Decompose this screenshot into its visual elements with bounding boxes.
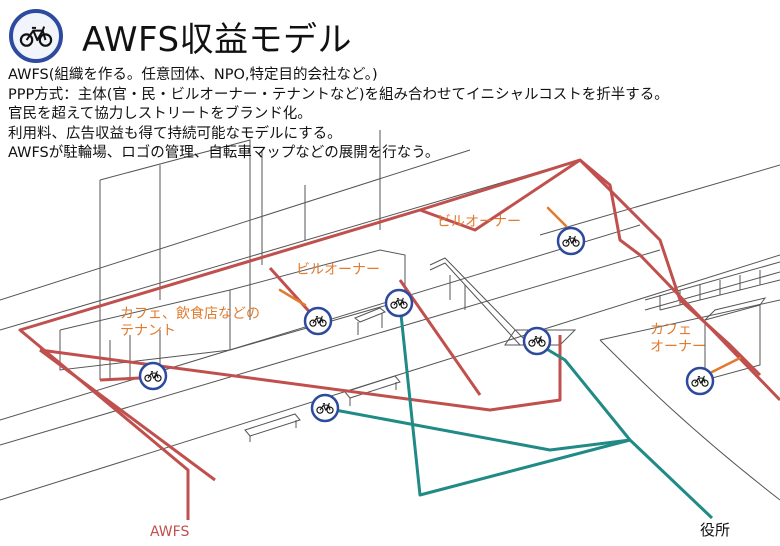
label-building-owner-2: ビルオーナー xyxy=(296,262,380,278)
description-line: 官民を超えて協力しストリートをブランド化。 xyxy=(8,106,312,122)
label-cafe-owner: カフェ オーナー xyxy=(650,322,706,356)
label-tenant-line1: カフェ、飲食店などの xyxy=(120,306,260,322)
city-network xyxy=(334,304,714,520)
bicycle-badge xyxy=(310,393,340,423)
bicycle-badge xyxy=(303,306,333,336)
page-title: AWFS収益モデル xyxy=(82,19,353,60)
city-main-route xyxy=(539,343,714,520)
label-tenant: カフェ、飲食店などの テナント xyxy=(120,306,260,340)
awfs-network xyxy=(18,158,780,520)
awfs-branch-spur-2 xyxy=(268,266,317,320)
description-line: AWFS(組織を作る。任意団体、NPO,特定目的会社など。) xyxy=(8,67,378,83)
label-awfs: AWFS xyxy=(150,524,190,540)
bicycle-badge xyxy=(685,366,715,396)
label-building-owner-1: ビルオーナー xyxy=(437,214,521,230)
city-branch-1 xyxy=(398,304,631,497)
bicycle-badge xyxy=(522,326,552,356)
bicycle-badge xyxy=(556,226,586,256)
description-line: 利用料、広告収益も得て持続可能なモデルにする。 xyxy=(8,125,342,142)
bicycle-badge xyxy=(384,288,414,318)
bicycle-badge xyxy=(138,361,168,391)
awfs-branch-spur-3 xyxy=(398,279,482,396)
description-line: AWFSが駐輪場、ロゴの管理、自転車マップなどの展開を行なう。 xyxy=(8,145,440,161)
stakeholder-ticks xyxy=(278,206,742,374)
city-branch-2 xyxy=(334,408,631,452)
label-tenant-line2: テナント xyxy=(120,323,176,339)
awfs-branch-upper xyxy=(419,158,581,232)
label-city-office: 役所 xyxy=(700,521,731,539)
awfs-branch-lower xyxy=(39,348,216,482)
background-drawing xyxy=(0,130,780,501)
bicycle-badges xyxy=(138,226,715,423)
awfs-branch-right xyxy=(578,158,762,377)
bicycle-icon xyxy=(9,9,63,63)
label-cafe-owner-line1: カフェ xyxy=(650,322,692,338)
awfs-branch-spur-1 xyxy=(99,376,141,382)
header: AWFS収益モデル xyxy=(8,8,352,64)
description: AWFS(組織を作る。任意団体、NPO,特定目的会社など。) PPP方式：主体(… xyxy=(8,66,780,164)
awfs-branch-mid xyxy=(39,335,562,412)
description-line: PPP方式：主体(官・民・ビルオーナー・テナントなど)を組み合わせてイニシャルコ… xyxy=(8,86,669,103)
label-cafe-owner-line2: オーナー xyxy=(650,339,706,355)
